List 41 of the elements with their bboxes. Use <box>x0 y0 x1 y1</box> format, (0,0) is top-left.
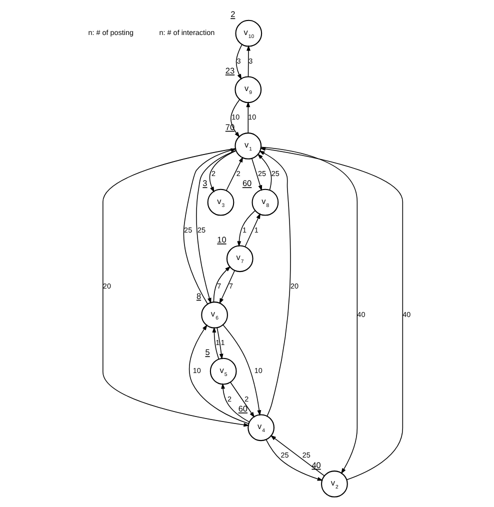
node-label: 60 <box>238 404 248 414</box>
node-circle: v$_{6}$ <box>200 301 228 328</box>
node-circle: v$_{10}$ <box>234 19 262 46</box>
arrow <box>182 148 236 304</box>
node-circle: v$_{8}$ <box>251 188 278 216</box>
node-label: 40 <box>311 460 320 470</box>
arrow <box>246 44 250 76</box>
node-label: 5 <box>204 348 210 357</box>
arrow <box>220 382 250 422</box>
node-label: 3 <box>202 178 207 188</box>
arrow <box>235 44 242 80</box>
arrow <box>208 150 236 192</box>
arrow <box>222 324 261 416</box>
arrow <box>230 98 240 138</box>
arrow <box>216 326 223 359</box>
arrow <box>258 150 290 416</box>
node-circle: v$_{3}$ <box>206 188 234 216</box>
arrow <box>250 158 262 190</box>
arrow <box>256 153 272 190</box>
node-circle: v$_{2}$ <box>320 470 348 497</box>
node-circle: v$_{4}$ <box>247 414 274 441</box>
arrow <box>260 146 358 474</box>
arrow <box>230 381 254 418</box>
node-circle: v$_{5}$ <box>209 357 236 384</box>
arrow <box>225 156 243 191</box>
arrow <box>102 148 249 426</box>
arrow <box>236 210 256 246</box>
arrow <box>218 270 235 304</box>
node-label: 23 <box>224 66 234 76</box>
node-label: 2 <box>230 10 235 19</box>
arrow <box>188 324 249 424</box>
arrow <box>196 150 236 304</box>
node-circle: v$_{9}$ <box>234 76 262 103</box>
node-label: 60 <box>242 178 252 188</box>
node-label: 10 <box>216 235 226 244</box>
node-label: 8 <box>196 291 201 300</box>
arrow <box>212 266 230 302</box>
arrow <box>244 212 260 247</box>
arrow <box>246 100 250 133</box>
arrow <box>212 326 219 359</box>
arrow <box>259 146 403 480</box>
